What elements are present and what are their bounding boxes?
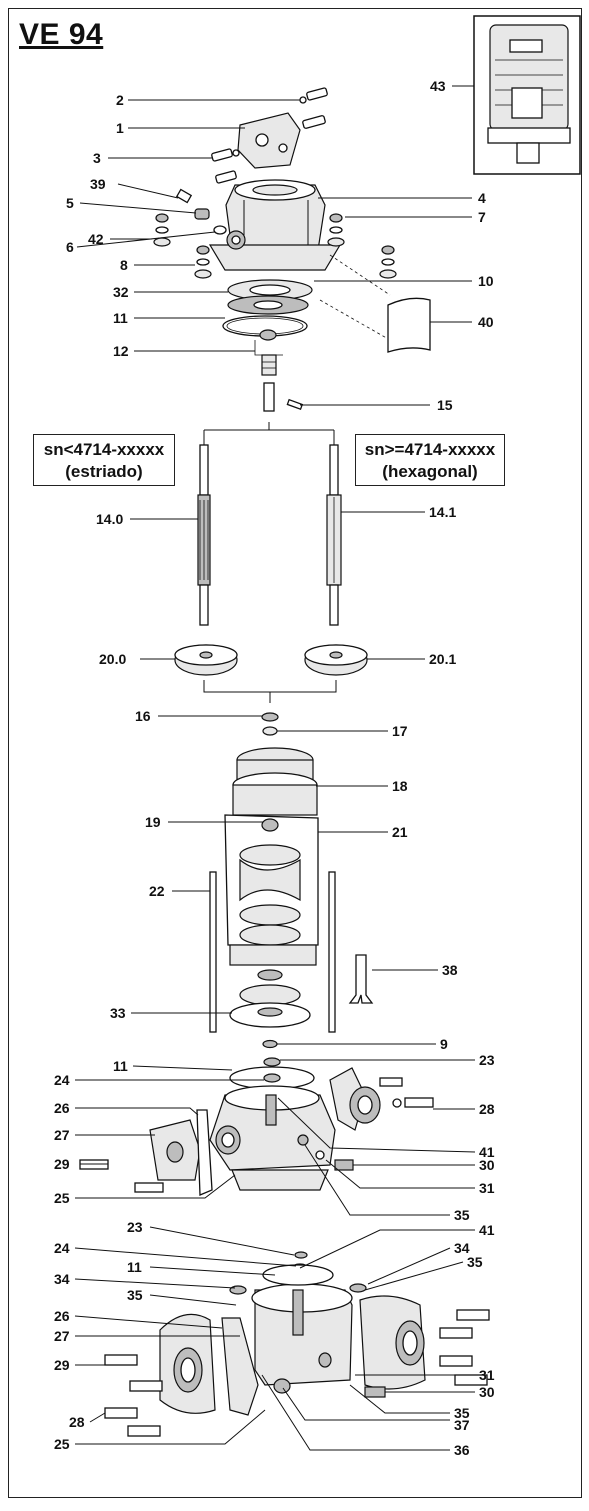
callout: 8 xyxy=(120,257,128,273)
callout: 41 xyxy=(479,1222,495,1238)
callout: 27 xyxy=(54,1127,70,1143)
callout: 37 xyxy=(454,1417,470,1433)
leader-lines xyxy=(74,85,476,1451)
callout: 41 xyxy=(479,1144,495,1160)
shaft-washer-parts xyxy=(261,712,279,736)
callout: 29 xyxy=(54,1156,70,1172)
callout: 22 xyxy=(149,883,165,899)
callout-labels: 2 1 3 39 5 6 42 4 7 8 32 10 11 12 40 43 … xyxy=(54,78,495,1458)
part-9-ring xyxy=(262,1039,278,1049)
callout: 29 xyxy=(54,1357,70,1373)
callout: 23 xyxy=(127,1219,143,1235)
callout: 20.0 xyxy=(99,651,126,667)
callout: 35 xyxy=(467,1254,483,1270)
callout: 7 xyxy=(478,209,486,225)
callout: 35 xyxy=(127,1287,143,1303)
callout: 12 xyxy=(113,343,129,359)
callout: 35 xyxy=(454,1207,470,1223)
part-38-key xyxy=(348,954,374,1004)
variant-left-type: (estriado) xyxy=(65,462,143,481)
main-housing xyxy=(153,179,397,279)
callout: 31 xyxy=(479,1367,495,1383)
callout: 35 xyxy=(454,1405,470,1421)
drawing-frame xyxy=(8,8,582,1498)
page-title: VE 94 xyxy=(19,18,104,51)
shafts xyxy=(197,422,342,626)
callout: 14.0 xyxy=(96,511,123,527)
part-40-screen xyxy=(387,297,431,353)
callout: 21 xyxy=(392,824,408,840)
callout: 43 xyxy=(430,78,446,94)
callout: 1 xyxy=(116,120,124,136)
lower-housing-view-2 xyxy=(104,1251,490,1437)
callout: 23 xyxy=(479,1052,495,1068)
callout: 24 xyxy=(54,1072,70,1088)
callout: 14.1 xyxy=(429,504,456,520)
callout: 31 xyxy=(479,1180,495,1196)
lower-housing-view-1 xyxy=(79,1057,434,1196)
variant-box-left: sn<4714-xxxxx (estriado) xyxy=(33,434,175,486)
callout: 9 xyxy=(440,1036,448,1052)
callout: 4 xyxy=(478,190,486,206)
callout: 17 xyxy=(392,723,408,739)
motor-illustration xyxy=(473,15,581,175)
callout: 28 xyxy=(479,1101,495,1117)
callout: 42 xyxy=(88,231,104,247)
callout: 34 xyxy=(54,1271,70,1287)
callout: 28 xyxy=(69,1414,85,1430)
callout: 19 xyxy=(145,814,161,830)
callout: 3 xyxy=(93,150,101,166)
callout: 10 xyxy=(478,273,494,289)
callout: 5 xyxy=(66,195,74,211)
callout: 33 xyxy=(110,1005,126,1021)
callout: 38 xyxy=(442,962,458,978)
callout: 16 xyxy=(135,708,151,724)
callout: 34 xyxy=(454,1240,470,1256)
callout: 39 xyxy=(90,176,106,192)
callout: 26 xyxy=(54,1100,70,1116)
callout: 15 xyxy=(437,397,453,413)
callout: 32 xyxy=(113,284,129,300)
callout: 20.1 xyxy=(429,651,456,667)
callout: 30 xyxy=(479,1384,495,1400)
callout: 24 xyxy=(54,1240,70,1256)
callout: 11 xyxy=(127,1259,142,1275)
callout: 25 xyxy=(54,1190,70,1206)
callout: 36 xyxy=(454,1442,470,1458)
variant-right-type: (hexagonal) xyxy=(382,462,478,481)
callout: 26 xyxy=(54,1308,70,1324)
callout: 27 xyxy=(54,1328,70,1344)
callout: 25 xyxy=(54,1436,70,1452)
part-33-disc xyxy=(229,969,311,1028)
callout: 6 xyxy=(66,239,74,255)
tie-rods xyxy=(209,871,336,1033)
variant-right-serial: sn>=4714-xxxxx xyxy=(364,440,496,459)
seal-and-disc-parts xyxy=(222,254,391,412)
pump-rotor-stack xyxy=(224,747,319,966)
callout: 11 xyxy=(113,1058,128,1074)
callout: 30 xyxy=(479,1157,495,1173)
impeller-discs xyxy=(174,644,368,703)
callout: 40 xyxy=(478,314,494,330)
variant-left-serial: sn<4714-xxxxx xyxy=(43,440,165,459)
callout: 18 xyxy=(392,778,408,794)
callout: 11 xyxy=(113,310,128,326)
variant-box-right: sn>=4714-xxxxx (hexagonal) xyxy=(355,434,505,486)
callout: 2 xyxy=(116,92,124,108)
upper-cap-parts xyxy=(211,87,328,184)
